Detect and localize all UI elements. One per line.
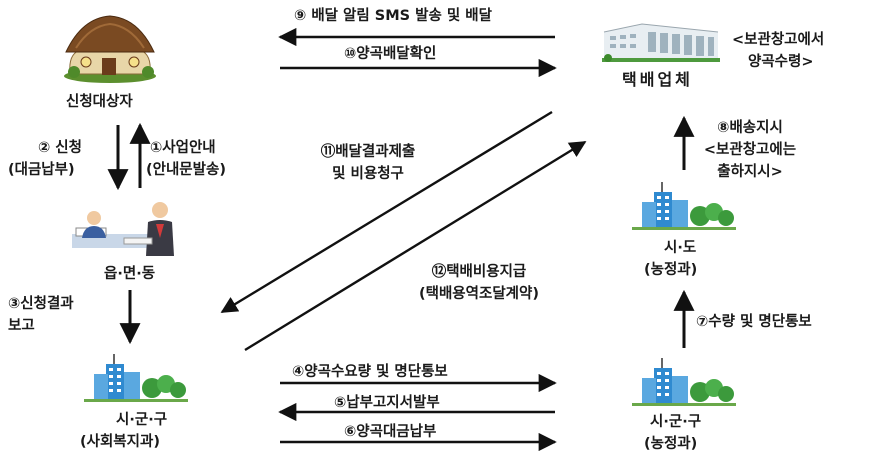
- step-2-label-line1: ② 신청: [37, 140, 82, 156]
- step-11-label-line2: 및 비용청구: [332, 166, 404, 182]
- building-icon: [84, 354, 188, 402]
- step-8-label-line2: <보관창고에는: [703, 142, 797, 158]
- step-2-label-line2: (대금납부): [8, 162, 75, 178]
- node-sido-name: 시·도: [664, 240, 697, 256]
- arrow-step-11: [220, 110, 553, 314]
- building-icon: [632, 182, 736, 230]
- house-icon: [64, 15, 156, 83]
- step-4-label: ④양곡수요량 및 명단통보: [292, 364, 448, 380]
- node-sigungu-agri-name: 시·군·구: [650, 414, 702, 430]
- step-3-label-line1: ③신청결과: [8, 296, 74, 312]
- step-10-label: ⑩양곡배달확인: [344, 46, 437, 62]
- step-6-label: ⑥양곡대금납부: [344, 424, 437, 440]
- node-courier-note-line1: <보관창고에서: [732, 32, 825, 48]
- node-courier-label: 택배업체: [622, 70, 693, 89]
- step-8-label-line3: 출하지시>: [717, 164, 783, 180]
- step-11-label-line1: ⑪배달결과제출: [320, 144, 416, 160]
- node-sido-dept: (농정과): [644, 262, 698, 278]
- step-7-label: ⑦수량 및 명단통보: [696, 314, 812, 330]
- building-icon: [632, 358, 736, 406]
- step-1-label-line2: (안내문발송): [146, 162, 226, 178]
- step-8-label-line1: ⑧배송지시: [717, 120, 783, 136]
- step-12-label-line2: (택배용역조달계약): [419, 286, 539, 302]
- node-sigungu-welfare-dept: (사회복지과): [80, 434, 160, 450]
- step-9-label: ⑨ 배달 알림 SMS 발송 및 배달: [294, 8, 492, 24]
- node-courier-note-line2: 양곡수령>: [748, 54, 814, 70]
- step-3-label-line2: 보고: [8, 318, 35, 334]
- step-5-label: ⑤납부고지서발부: [334, 395, 440, 411]
- node-sigungu-agri-dept: (농정과): [644, 436, 698, 452]
- node-town-label: 읍·면·동: [104, 266, 156, 282]
- step-12-label-line1: ⑫택배비용지급: [431, 264, 527, 280]
- arrow-step-12: [244, 140, 587, 352]
- warehouse-icon: [602, 23, 720, 62]
- step-1-label-line1: ①사업안내: [150, 140, 216, 156]
- node-applicant-label: 신청대상자: [66, 94, 133, 110]
- office-workers-icon: [72, 202, 174, 256]
- node-sigungu-welfare-name: 시·군·구: [116, 412, 168, 428]
